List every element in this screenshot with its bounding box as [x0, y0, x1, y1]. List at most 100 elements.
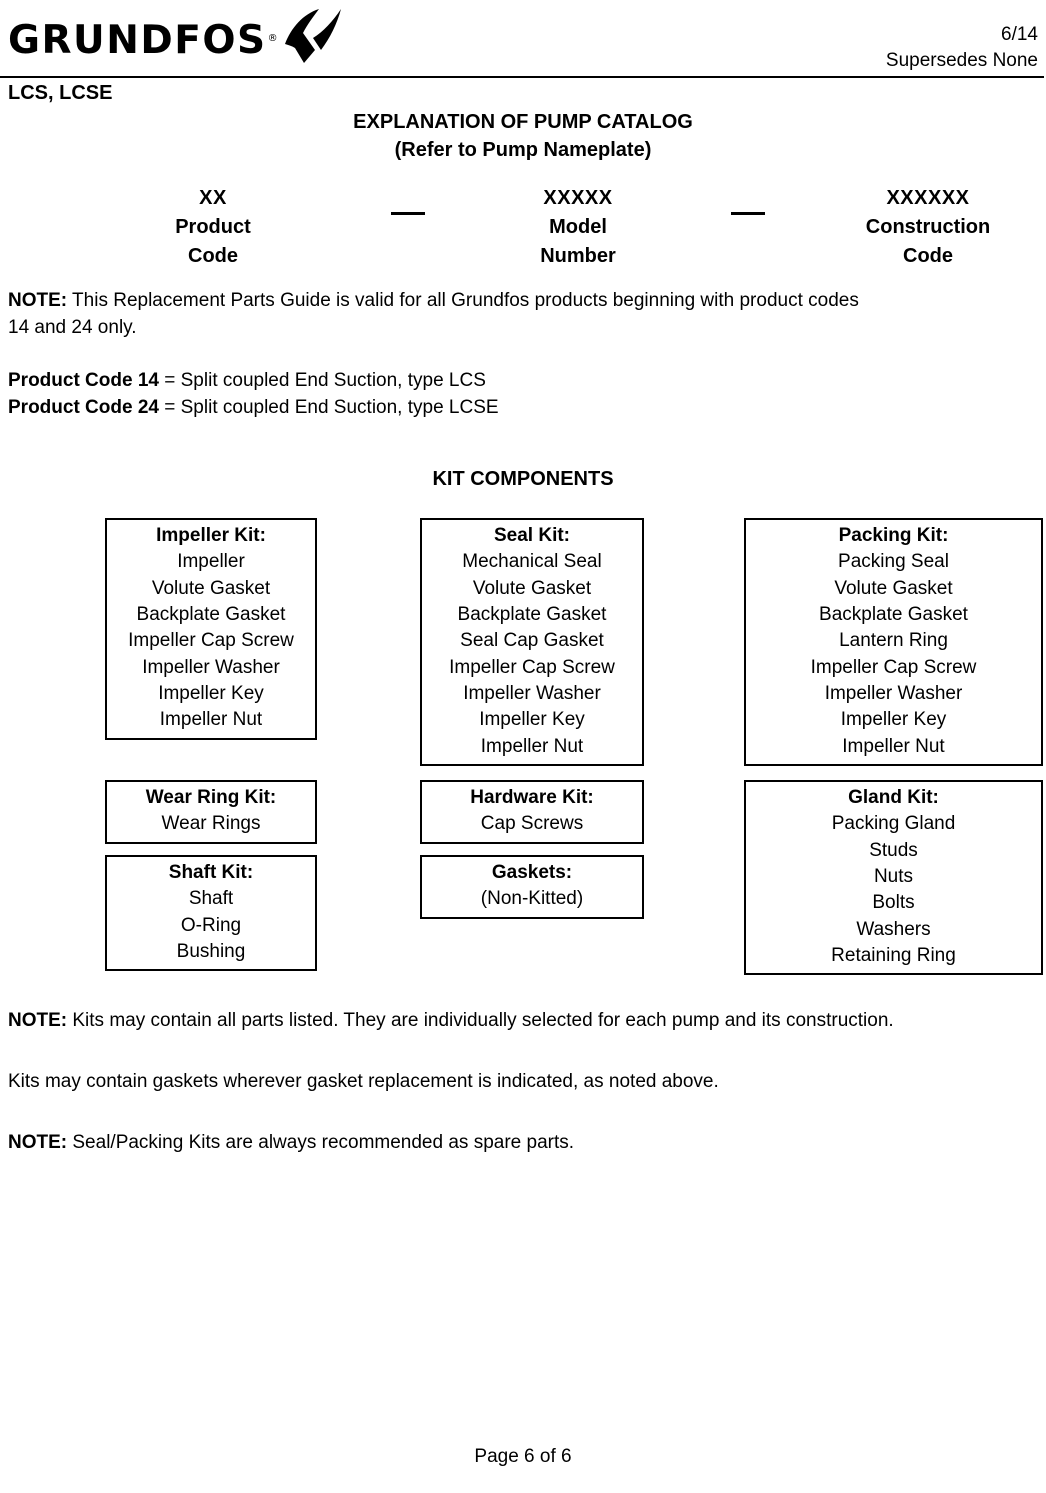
kit-item: Wear Rings: [161, 813, 261, 835]
construction-code-column: XXXXXX Construction Code: [818, 184, 1038, 271]
page-header: GRUNDFOS ® 6/14 Supersedes None: [0, 0, 1046, 80]
product-code-column: XX Product Code: [88, 184, 338, 271]
page-title-line2: (Refer to Pump Nameplate): [394, 139, 652, 162]
bottom-note-1-label: NOTE:: [8, 1010, 68, 1031]
page-title-line1: EXPLANATION OF PUMP CATALOG: [353, 111, 693, 133]
kit-item: Impeller Nut: [159, 709, 263, 731]
kit-box-title: Shaft Kit:: [168, 862, 254, 883]
kit-item: Cap Screws: [480, 813, 584, 835]
kit-item: Impeller Washer: [142, 656, 280, 678]
header-revision-block: 6/14 Supersedes None: [886, 22, 1038, 73]
kit-box-title: Gland Kit:: [848, 787, 939, 808]
bottom-note-3: NOTE: Seal/Packing Kits are always recom…: [8, 1130, 1038, 1157]
kit-item: Impeller Key: [840, 709, 947, 731]
kit-box-hardware: Hardware Kit: Cap Screws: [420, 780, 644, 844]
model-number-label-line1: Model: [549, 216, 607, 238]
kit-item: Bushing: [176, 940, 246, 962]
revision-date: 6/14: [1001, 24, 1038, 45]
kit-item: Backplate Gasket: [819, 603, 968, 625]
kit-box-title: Packing Kit:: [838, 525, 949, 546]
kit-item: Packing Gland: [831, 813, 956, 835]
dash-icon: [731, 212, 765, 215]
construction-code-mask: XXXXXX: [886, 187, 970, 209]
kit-item: Studs: [869, 839, 918, 861]
product-code-definition-row: Product Code 24 = Split coupled End Suct…: [8, 394, 499, 421]
kit-box-shaft: Shaft Kit: Shaft O-Ring Bushing: [105, 855, 317, 972]
bottom-note-2: Kits may contain gaskets wherever gasket…: [8, 1069, 1038, 1096]
page-number: Page 6 of 6: [474, 1446, 572, 1467]
bottom-note-1-text: Kits may contain all parts listed. They …: [67, 1010, 894, 1031]
code-separator-2: [678, 184, 818, 224]
grundfos-x-mark-icon: [283, 8, 343, 64]
product-code-14-text: = Split coupled End Suction, type LCS: [158, 370, 486, 391]
top-note-paragraph: NOTE: This Replacement Parts Guide is va…: [8, 288, 868, 342]
page-footer: Page 6 of 6: [0, 1446, 1046, 1468]
supersedes-text: Supersedes None: [885, 49, 1038, 71]
model-number-mask: XXXXX: [543, 187, 613, 209]
kit-box-gland: Gland Kit: Packing Gland Studs Nuts Bolt…: [744, 780, 1043, 976]
kit-box-title: Hardware Kit:: [470, 787, 594, 808]
product-code-definition-row: Product Code 14 = Split coupled End Suct…: [8, 367, 499, 394]
bottom-note-2-text: Kits may contain gaskets wherever gasket…: [8, 1070, 719, 1092]
kit-box-title: Gaskets:: [491, 862, 573, 883]
kit-box-title: Impeller Kit:: [156, 525, 266, 546]
construction-code-label-line1: Construction: [865, 216, 991, 238]
kit-box-title: Wear Ring Kit:: [145, 787, 277, 808]
document-model-code: LCS, LCSE: [8, 82, 113, 104]
top-note-text: This Replacement Parts Guide is valid fo…: [8, 290, 859, 338]
kit-item: (Non-Kitted): [480, 888, 584, 910]
kit-item: Volute Gasket: [472, 577, 592, 599]
product-code-label-line1: Product: [175, 216, 251, 238]
kit-item: Impeller Nut: [842, 735, 945, 757]
kit-item: Packing Seal: [838, 551, 949, 573]
product-code-24-label: Product Code 24: [8, 397, 159, 419]
bottom-note-1: NOTE: Kits may contain all parts listed.…: [8, 1008, 1038, 1035]
kit-item: Impeller Washer: [824, 682, 963, 704]
kit-box-seal: Seal Kit: Mechanical Seal Volute Gasket …: [420, 518, 644, 766]
bottom-note-3-text: Seal/Packing Kits are always recommended…: [67, 1131, 575, 1153]
kit-item: Volute Gasket: [834, 577, 953, 599]
kit-item: Impeller Washer: [463, 682, 601, 704]
kit-item: Seal Cap Gasket: [460, 630, 604, 652]
kit-components-heading: KIT COMPONENTS: [432, 468, 614, 490]
kit-item: Impeller Cap Screw: [810, 656, 977, 678]
kit-item: O-Ring: [180, 914, 242, 936]
kit-item: Lantern Ring: [839, 630, 948, 652]
model-number-label-line2: Number: [540, 245, 616, 267]
kit-box-impeller: Impeller Kit: Impeller Volute Gasket Bac…: [105, 518, 317, 740]
kit-item: Impeller Key: [479, 709, 585, 731]
bottom-notes-section: NOTE: Kits may contain all parts listed.…: [8, 1008, 1038, 1157]
top-note-label: NOTE:: [8, 290, 68, 311]
construction-code-label-line2: Code: [903, 245, 953, 267]
kit-item: Retaining Ring: [831, 944, 956, 966]
kit-item: Backplate Gasket: [457, 603, 607, 625]
registered-trademark-icon: ®: [267, 33, 278, 44]
model-number-column: XXXXX Model Number: [478, 184, 678, 271]
product-code-definitions: Product Code 14 = Split coupled End Suct…: [8, 367, 499, 422]
kit-item: Impeller Nut: [480, 735, 584, 757]
product-code-14-label: Product Code 14: [8, 370, 159, 391]
kit-item: Washers: [856, 918, 931, 940]
grundfos-logo: GRUNDFOS ®: [8, 8, 341, 63]
kit-item: Nuts: [873, 865, 914, 887]
bottom-note-3-label: NOTE:: [8, 1131, 68, 1153]
kit-item: Impeller: [177, 551, 245, 573]
kit-item: Backplate Gasket: [136, 603, 286, 625]
kit-item: Impeller Cap Screw: [449, 656, 615, 678]
kit-item: Impeller Cap Screw: [128, 630, 294, 652]
product-code-label-line2: Code: [188, 245, 238, 267]
product-code-24-text: = Split coupled End Suction, type LCSE: [158, 397, 499, 419]
product-code-mask: XX: [199, 187, 227, 209]
kit-item: Bolts: [872, 892, 915, 914]
kit-box-gaskets: Gaskets: (Non-Kitted): [420, 855, 644, 919]
kit-box-wear-ring: Wear Ring Kit: Wear Rings: [105, 780, 317, 844]
pump-catalog-code-diagram: XX Product Code XXXXX Model Number XXXXX…: [0, 184, 1046, 271]
header-divider: [0, 76, 1044, 78]
kit-box-packing: Packing Kit: Packing Seal Volute Gasket …: [744, 518, 1043, 766]
kit-item: Impeller Key: [158, 682, 264, 704]
logo-wordmark: GRUNDFOS: [8, 18, 267, 63]
dash-icon: [391, 212, 425, 215]
kit-item: Volute Gasket: [151, 577, 271, 599]
code-separator-1: [338, 184, 478, 224]
